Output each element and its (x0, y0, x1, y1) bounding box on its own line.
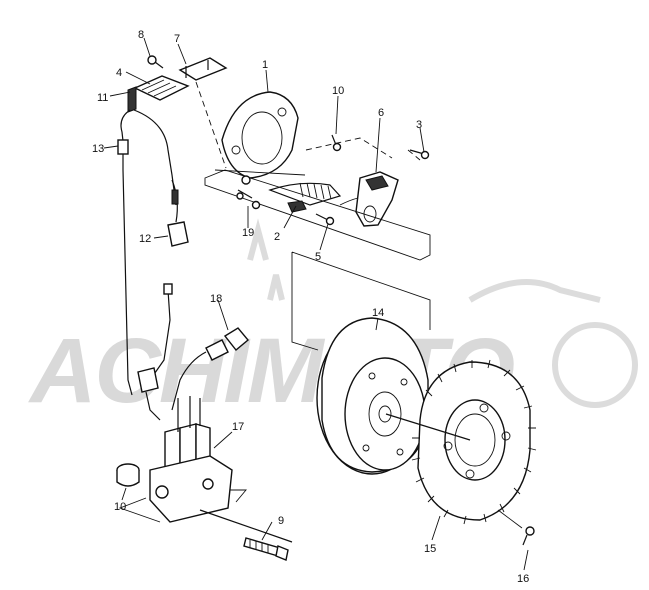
callout-19: 19 (242, 227, 254, 239)
leader-dash-10 (305, 137, 393, 159)
spark-plug-cap[interactable] (171, 327, 249, 411)
callout-7: 7 (174, 33, 180, 45)
spacer-10-bottom[interactable] (116, 463, 140, 487)
leader-lines (103, 37, 529, 571)
bolt-9[interactable] (243, 537, 289, 561)
callout-10-top: 10 (332, 85, 344, 97)
callout-6: 6 (378, 107, 384, 119)
harness-wire-main (133, 109, 177, 206)
stator-plate[interactable] (214, 91, 306, 179)
leader-16-axis (497, 509, 523, 529)
callout-4: 4 (116, 67, 122, 79)
connector-12[interactable] (167, 179, 189, 247)
callout-13: 13 (92, 143, 104, 155)
stator-mount-outline (204, 169, 431, 261)
high-tension-lead (149, 283, 173, 381)
callout-11: 11 (97, 92, 108, 104)
callout-15: 15 (424, 543, 436, 555)
callouts: 1 2 3 4 5 6 7 8 9 10 10 11 12 13 14 15 1… (92, 29, 529, 585)
watermark-spires (247, 218, 285, 301)
leader-dash-3 (407, 149, 421, 161)
callout-8: 8 (138, 29, 144, 41)
center-axis-line (385, 413, 471, 441)
cooling-fan[interactable] (411, 359, 537, 525)
screws-19[interactable] (236, 175, 261, 210)
pickup-coil[interactable] (339, 171, 399, 227)
ignition-coil[interactable] (118, 396, 247, 523)
regulator-rectifier[interactable] (127, 75, 190, 113)
callout-17: 17 (232, 421, 244, 433)
callout-14: 14 (372, 307, 384, 319)
plug-connector[interactable] (137, 367, 161, 421)
exciter-coil[interactable] (268, 182, 342, 213)
callout-5: 5 (315, 251, 321, 263)
callout-12: 12 (139, 233, 151, 245)
watermark-motorcycle-outline (468, 279, 601, 303)
callout-10-bottom: 10 (114, 501, 126, 513)
watermark-wheel (552, 322, 638, 408)
callout-9: 9 (278, 515, 284, 527)
leader-dash-7 (195, 81, 227, 169)
screw-5[interactable] (315, 213, 335, 226)
flywheel[interactable] (316, 317, 429, 475)
callout-1: 1 (262, 59, 268, 71)
leader-9-axis (199, 509, 293, 543)
callout-2: 2 (274, 231, 280, 243)
callout-3: 3 (416, 119, 422, 131)
callout-16: 16 (517, 573, 529, 585)
callout-18: 18 (210, 293, 222, 305)
mounting-bracket[interactable] (178, 57, 228, 81)
screw-3[interactable] (409, 149, 430, 160)
harness-wire-13 (120, 109, 131, 151)
bolt-16[interactable] (522, 526, 535, 546)
screw-10-top[interactable] (331, 134, 342, 152)
connector-13[interactable] (117, 139, 133, 396)
bolt-8[interactable] (147, 55, 164, 69)
flywheel-outline-frame (291, 251, 431, 351)
